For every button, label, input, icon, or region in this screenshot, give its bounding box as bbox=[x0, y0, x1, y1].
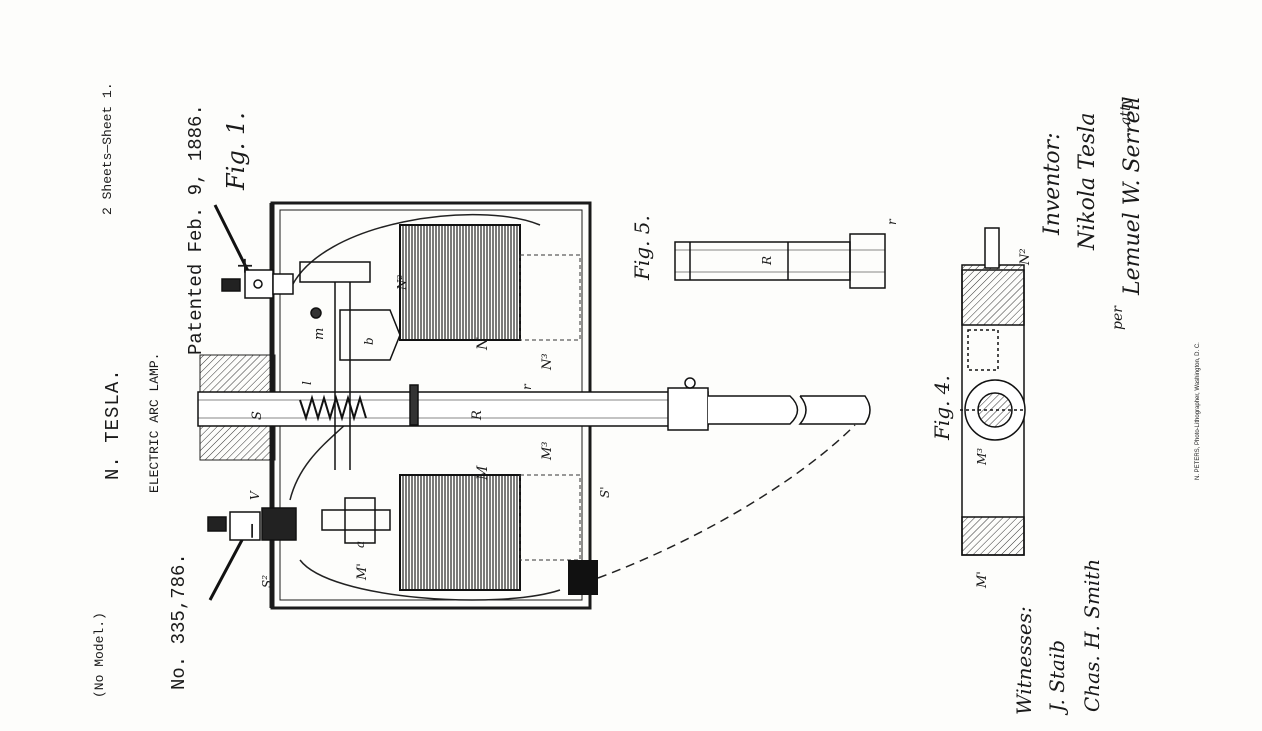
label-S1: S' bbox=[598, 486, 612, 498]
witness-1-signature: J. Staib bbox=[1045, 639, 1069, 712]
lithographer-imprint: N. PETERS, Photo-Lithographer, Washingto… bbox=[1195, 342, 1201, 480]
label-M1: M' bbox=[355, 563, 370, 580]
inventor-signature: Nikola Tesla bbox=[1075, 112, 1100, 250]
coil-M bbox=[399, 474, 521, 591]
label-S: S bbox=[250, 411, 265, 420]
terminal-minus bbox=[207, 507, 297, 601]
inventor-label: Inventor: bbox=[1040, 132, 1065, 236]
insulator-block bbox=[568, 560, 598, 595]
spring bbox=[299, 394, 367, 422]
attorney-signature: Lemuel W. Serrell bbox=[1120, 96, 1145, 295]
fig4-label-M3: M³ bbox=[975, 447, 989, 465]
label-a: a bbox=[353, 540, 367, 548]
label-l: l bbox=[300, 381, 314, 385]
label-S2: S² bbox=[260, 574, 274, 588]
label-N3: N³ bbox=[540, 353, 555, 370]
terminal-plus bbox=[213, 204, 294, 299]
label-r: r bbox=[520, 384, 534, 390]
fig5-label-r: r bbox=[885, 219, 899, 225]
label-M: M bbox=[475, 465, 491, 480]
atty-label: atty bbox=[1118, 97, 1134, 125]
fig5-label-R: R bbox=[760, 255, 774, 265]
label-m: m bbox=[312, 327, 327, 340]
label-V: V bbox=[248, 491, 262, 500]
minus-label: − bbox=[240, 521, 265, 540]
fig4-label-M1: M' bbox=[975, 571, 990, 588]
label-b: b bbox=[362, 337, 376, 345]
label-R: R bbox=[470, 410, 485, 420]
witnesses-label: Witnesses: bbox=[1012, 606, 1036, 715]
label-N2: N² bbox=[395, 274, 409, 290]
dashed-wire bbox=[597, 424, 856, 579]
fig4-label-N2: N² bbox=[1018, 248, 1033, 265]
per-label: per bbox=[1110, 306, 1126, 330]
coil-N bbox=[399, 224, 521, 341]
carbon-rod bbox=[197, 377, 871, 431]
label-N: N bbox=[475, 337, 491, 350]
fig5-tube bbox=[674, 233, 886, 289]
witness-2-signature: Chas. H. Smith bbox=[1080, 558, 1104, 712]
label-M3: M³ bbox=[540, 441, 555, 460]
plus-label: + bbox=[233, 256, 258, 275]
fig4-section bbox=[960, 227, 1026, 556]
